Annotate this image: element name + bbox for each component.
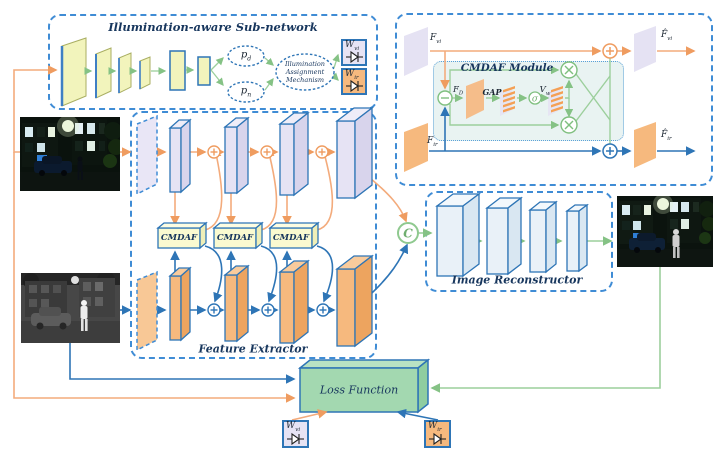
p-night-label: pn [240, 85, 252, 99]
weight-vi-box: Wvi [341, 39, 367, 66]
f-ir-hat-label: F̂ir [661, 130, 672, 142]
weight-vi-label: Wvi [345, 40, 360, 52]
concat-node [397, 222, 419, 244]
loss-function-title: Loss Function [319, 383, 399, 397]
loss-weight-ir-box: Wir [424, 420, 451, 448]
p-day-label: pd [240, 49, 252, 63]
weight-ir-label: Wir [345, 69, 359, 81]
illumination-subnetwork-box [48, 14, 378, 110]
image-reconstructor-title: Image Reconstructor [451, 273, 583, 287]
cmdaf-module-title: CMDAF Module [460, 62, 554, 74]
fused-output-image [617, 194, 716, 267]
cmdaf-box-label-1: CMDAF [160, 233, 198, 243]
loss-weight-vi-box: Wvi [282, 420, 309, 448]
v-w-label: Vw [539, 85, 551, 97]
infrared-input-image [21, 271, 120, 343]
cmdaf-box-label-2: CMDAF [216, 233, 254, 243]
weight-ir-box: Wir [341, 68, 367, 95]
diode-icon [346, 79, 363, 92]
diode-icon [287, 432, 304, 445]
loss-weight-ir-label: Wir [428, 421, 442, 433]
loss-weight-vi-label: Wvi [286, 421, 301, 433]
f-d-label: FD [453, 85, 464, 97]
f-vi-hat-label: F̂vi [661, 30, 673, 42]
visible-input-image [20, 115, 124, 191]
f-ir-label: Fir [427, 136, 438, 148]
gap-label: GAP [482, 87, 502, 97]
f-vi-label: Fvi [430, 33, 442, 45]
cmdaf-module-box [395, 13, 713, 186]
feature-extractor-title: Feature Extractor [198, 342, 308, 356]
illumination-subnetwork-title: Illumination-aware Sub-network [108, 20, 318, 34]
concat-label: C [403, 227, 413, 241]
cmdaf-box-label-3: CMDAF [272, 233, 310, 243]
illumination-assignment-mechanism-label: Illumination Assignment Mechanism [284, 59, 326, 85]
diode-icon [429, 432, 446, 445]
diode-icon [346, 50, 363, 63]
loss-weight-lines [291, 408, 439, 421]
